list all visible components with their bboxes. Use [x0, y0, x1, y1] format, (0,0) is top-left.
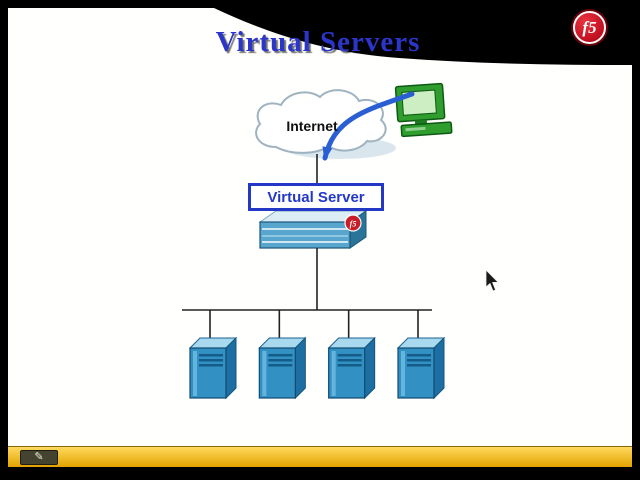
server-farm	[189, 310, 445, 399]
slide-title: Virtual Servers	[215, 26, 421, 58]
appliance-f5-ball-icon	[344, 214, 362, 232]
virtual-server-box: Virtual Server	[248, 183, 384, 211]
pen-tool-button[interactable]: ✎	[20, 450, 58, 465]
appliance-f5-logo: f5	[350, 220, 357, 229]
internet-label: Internet	[286, 118, 338, 134]
f5-logo-icon: f5	[573, 11, 606, 44]
virtual-server-label: Virtual Server	[267, 188, 365, 206]
title-swoosh-graphic	[214, 8, 632, 65]
annotation-toolbar: ✎	[8, 446, 632, 467]
mouse-cursor	[485, 269, 500, 292]
network-diagram: f5	[182, 82, 500, 399]
bigip-appliance-icon: f5	[258, 210, 368, 249]
client-computer-icon	[394, 82, 453, 138]
traffic-arrow	[322, 91, 415, 161]
pen-icon: ✎	[34, 451, 44, 463]
internet-cloud-icon	[255, 89, 387, 154]
slide-canvas: Virtual Servers f5	[8, 8, 632, 446]
server-tower-icon	[328, 337, 376, 399]
server-tower-icon	[397, 337, 445, 399]
network-lines	[182, 248, 432, 311]
server-tower-icon	[189, 337, 237, 399]
server-tower-icon	[258, 337, 306, 399]
